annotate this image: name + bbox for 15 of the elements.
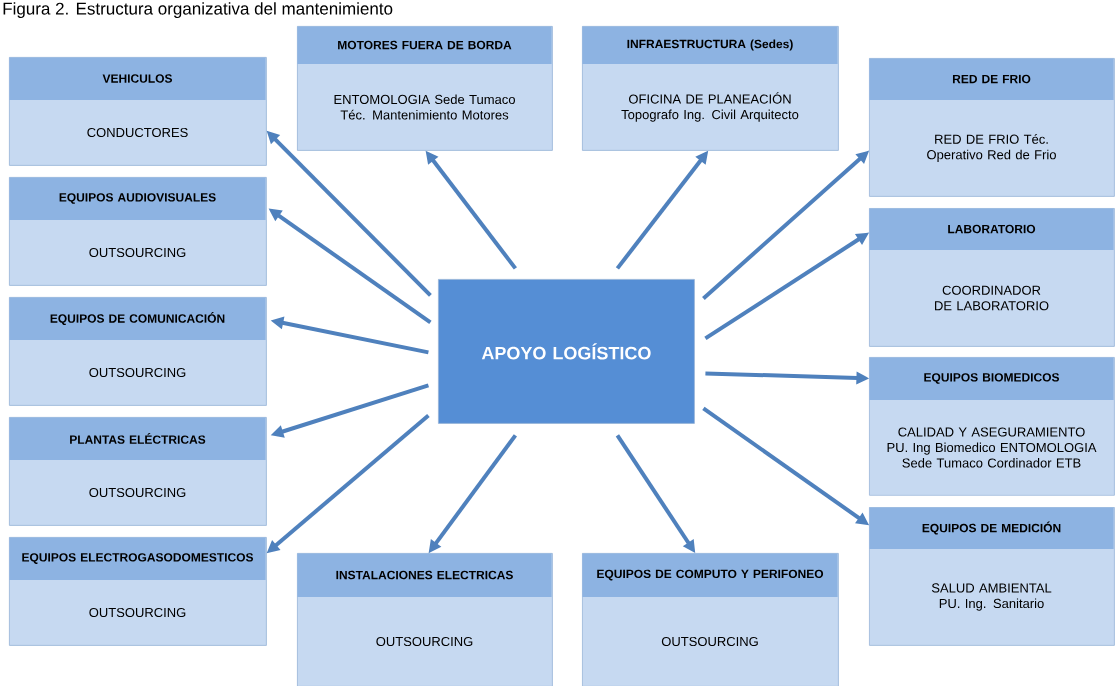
org-box: INFRAESTRUCTURA (Sedes) OFICINA DE PLANEACIÓN Topografo Ing. Civil Arquitecto — [582, 26, 839, 151]
org-box: EQUIPOS DE MEDICIÓN SALUD AMBIENTAL PU. Ing. Sanitario — [869, 507, 1115, 646]
org-box: EQUIPOS DE COMUNICACIÓN OUTSOURCING — [9, 297, 267, 406]
org-box: EQUIPOS DE COMPUTO Y PERIFONEO OUTSOURCING — [582, 553, 839, 686]
org-box: EQUIPOS ELECTROGASODOMESTICOS OUTSOURCING — [9, 537, 267, 646]
org-box: MOTORES FUERA DE BORDA ENTOMOLOGIA Sede Tumaco Téc. Mantenimiento Motores — [297, 26, 553, 151]
org-box: PLANTAS ELÉCTRICAS OUTSOURCING — [9, 417, 267, 526]
center-box: APOYO LOGÍSTICO — [438, 279, 695, 424]
org-box: EQUIPOS BIOMEDICOS CALIDAD Y ASEGURAMIENTO PU. Ing Biomedico ENTOMOLOGIA Sede Tumaco Cordinador ETB — [869, 357, 1115, 496]
org-box: VEHICULOS CONDUCTORES — [9, 57, 267, 166]
org-box: EQUIPOS AUDIOVISUALES OUTSOURCING — [9, 177, 267, 286]
org-box: LABORATORIO COORDINADOR DE LABORATORIO — [869, 208, 1115, 347]
figure-title: Figura 2. Estructura organizativa del mantenimiento — [3, 2, 393, 19]
org-box: RED DE FRIO RED DE FRIO Téc. Operativo Red de Frio — [869, 58, 1115, 197]
org-box: INSTALACIONES ELECTRICAS OUTSOURCING — [297, 553, 553, 686]
